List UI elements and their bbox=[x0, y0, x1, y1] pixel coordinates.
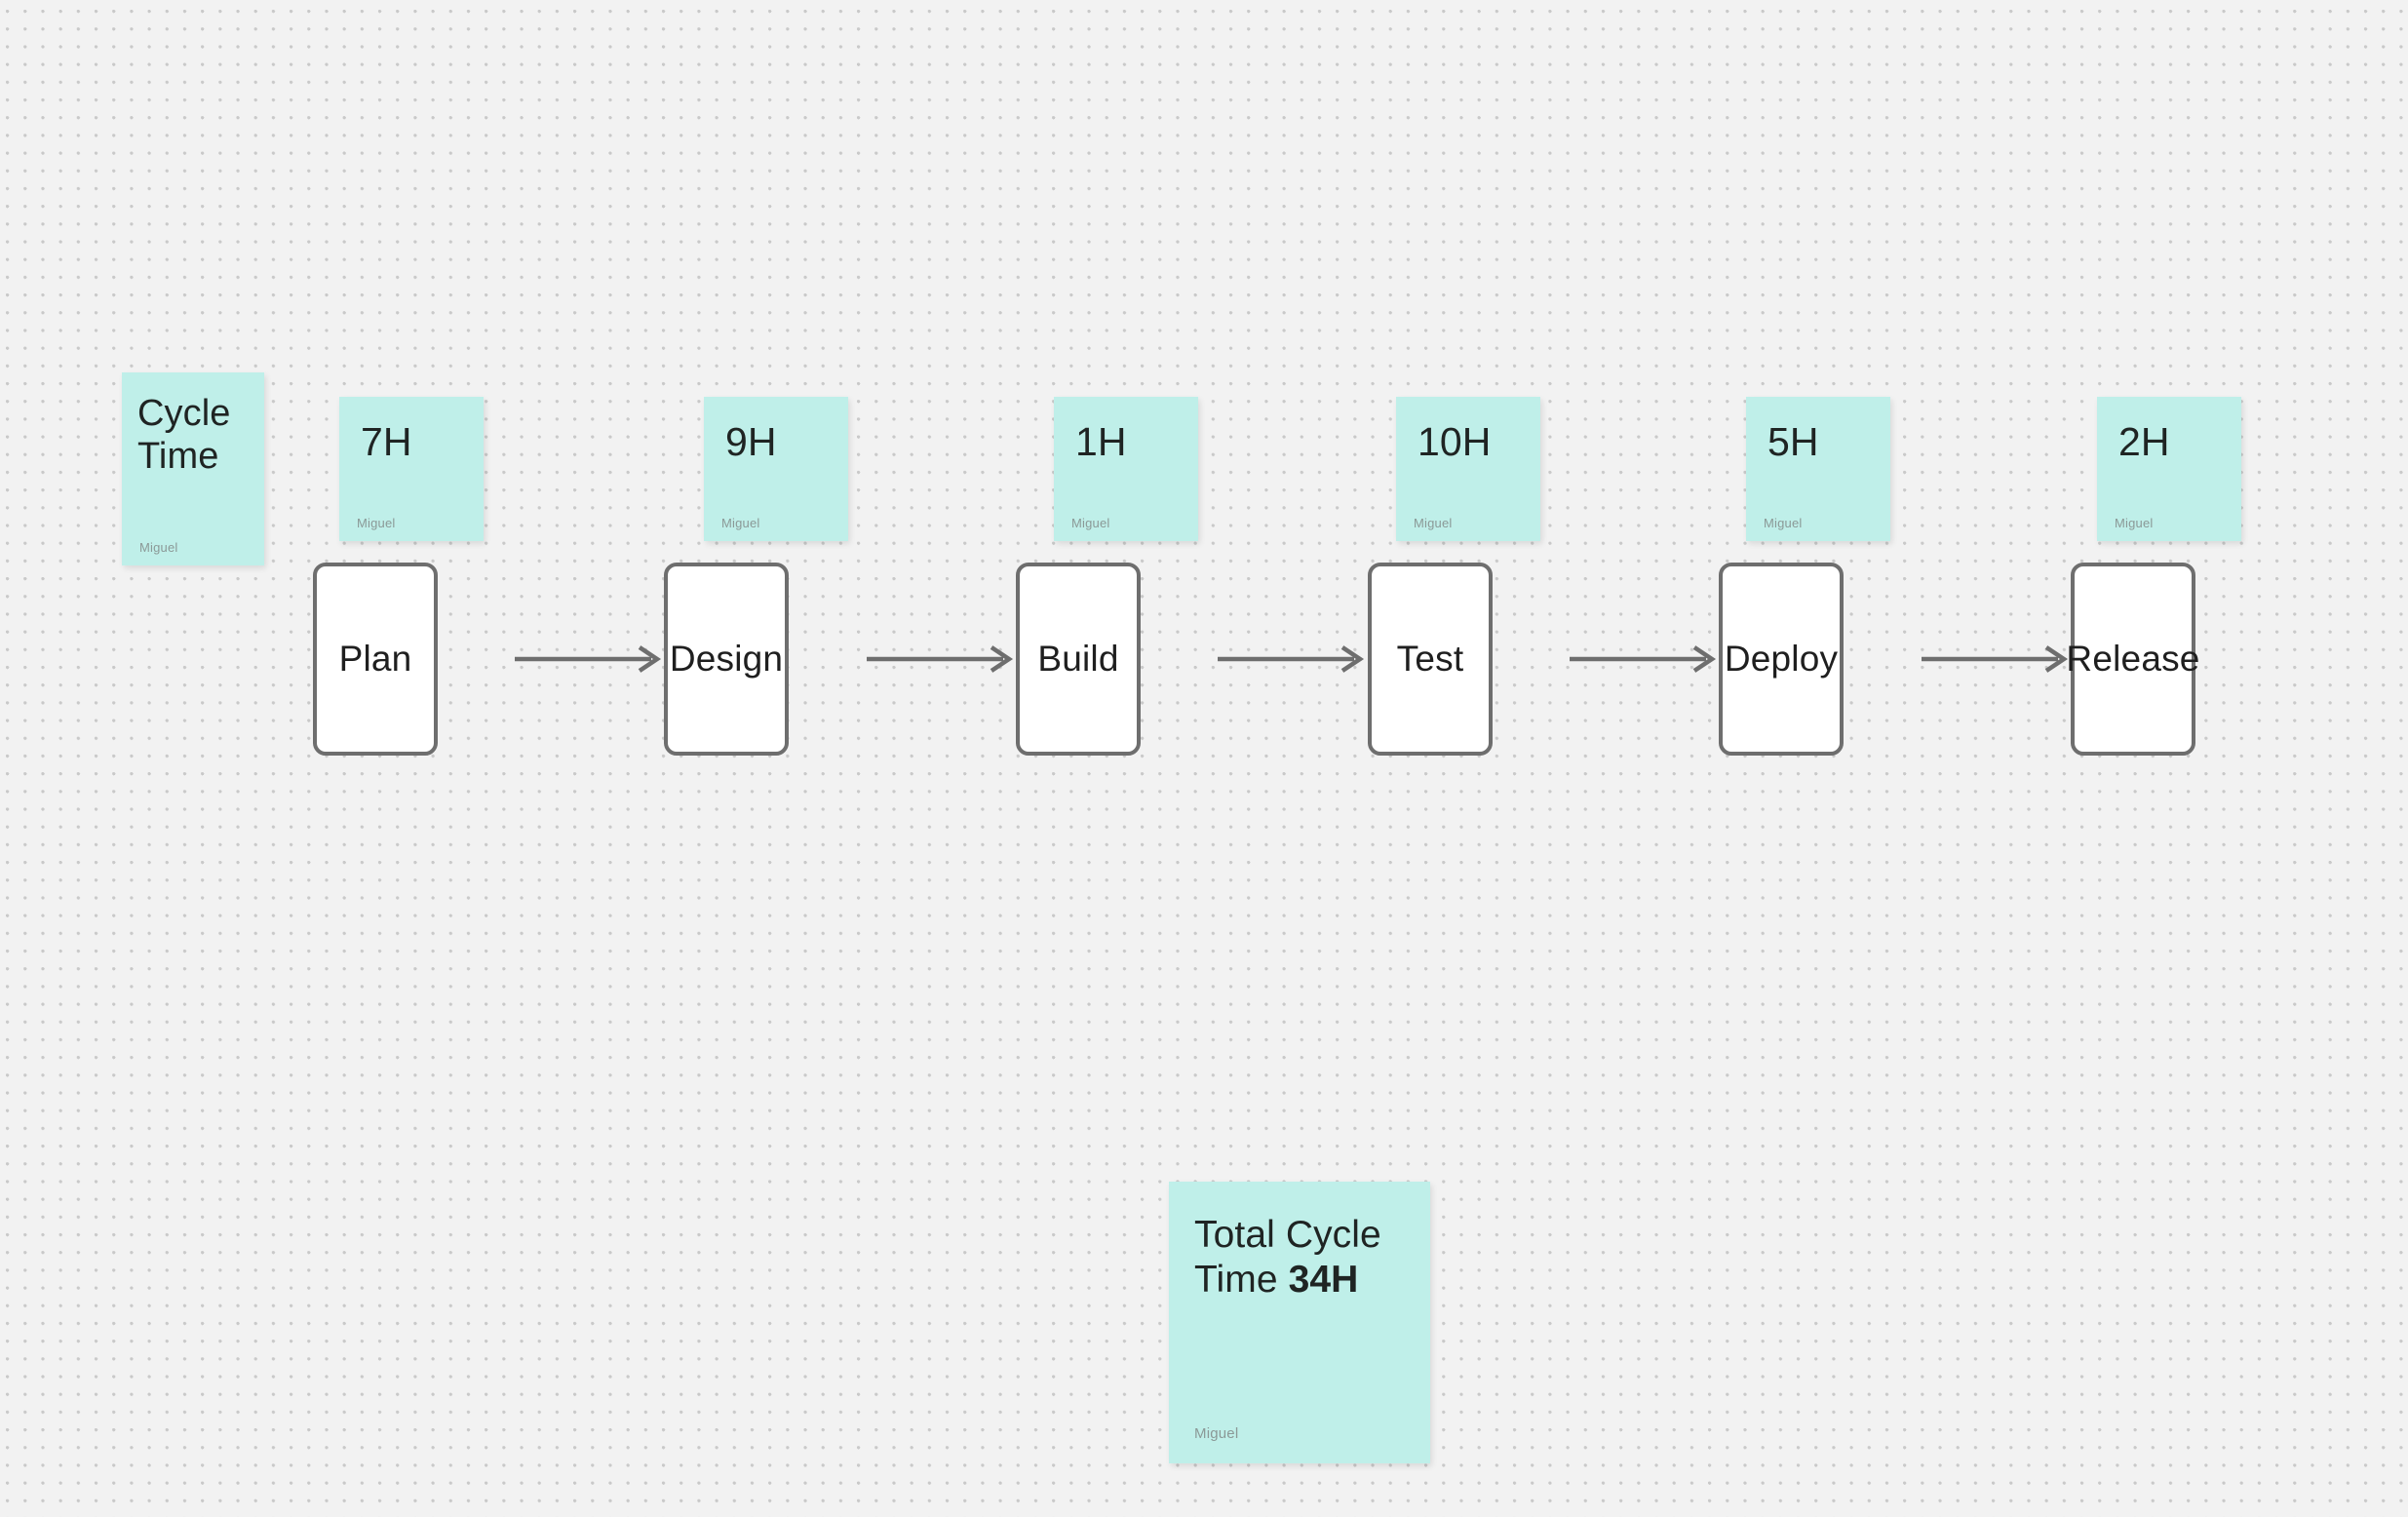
sticky-note-author: Miguel bbox=[139, 540, 178, 555]
process-box-label: Test bbox=[1396, 639, 1464, 679]
arrow-plan-to-design[interactable] bbox=[515, 643, 663, 675]
total-prefix: Total Cycle Time bbox=[1194, 1214, 1392, 1302]
sticky-note-text: 5H bbox=[1767, 419, 1819, 464]
sticky-note-author: Miguel bbox=[2115, 516, 2154, 530]
sticky-note-hours-deploy[interactable]: 5H Miguel bbox=[1746, 397, 1890, 541]
arrow-test-to-deploy[interactable] bbox=[1570, 643, 1718, 675]
arrow-build-to-test[interactable] bbox=[1218, 643, 1366, 675]
sticky-note-hours-design[interactable]: 9H Miguel bbox=[704, 397, 848, 541]
process-box-label: Deploy bbox=[1724, 639, 1839, 679]
process-box-plan[interactable]: Plan bbox=[313, 563, 438, 756]
sticky-note-hours-plan[interactable]: 7H Miguel bbox=[339, 397, 484, 541]
sticky-note-text: Cycle Time bbox=[137, 393, 241, 478]
process-box-release[interactable]: Release bbox=[2066, 563, 2199, 756]
process-box-deploy[interactable]: Deploy bbox=[1719, 563, 1844, 756]
process-box-test[interactable]: Test bbox=[1368, 563, 1493, 756]
sticky-note-author: Miguel bbox=[357, 516, 396, 530]
sticky-note-hours-build[interactable]: 1H Miguel bbox=[1054, 397, 1198, 541]
sticky-note-author: Miguel bbox=[1764, 516, 1803, 530]
process-box-label: Build bbox=[1037, 639, 1119, 679]
arrow-design-to-build[interactable] bbox=[867, 643, 1015, 675]
sticky-note-text: 9H bbox=[725, 419, 777, 464]
total-value: 34H bbox=[1288, 1259, 1359, 1302]
process-box-label: Plan bbox=[338, 639, 412, 679]
sticky-note-author: Miguel bbox=[1414, 516, 1453, 530]
process-box-label: Release bbox=[2066, 639, 2200, 679]
sticky-note-hours-release[interactable]: 2H Miguel bbox=[2097, 397, 2241, 541]
sticky-note-text: 7H bbox=[361, 419, 412, 464]
sticky-note-cycle-time[interactable]: Cycle Time Miguel bbox=[122, 372, 264, 565]
sticky-note-text: 1H bbox=[1075, 419, 1127, 464]
sticky-note-text: 2H bbox=[2118, 419, 2170, 464]
sticky-note-text: 10H bbox=[1418, 419, 1492, 464]
sticky-note-total-cycle-time[interactable]: Total Cycle Time 34H Miguel bbox=[1169, 1182, 1430, 1463]
sticky-note-text: Total Cycle Time 34H bbox=[1194, 1213, 1405, 1303]
arrow-deploy-to-release[interactable] bbox=[1922, 643, 2070, 675]
sticky-note-author: Miguel bbox=[721, 516, 760, 530]
sticky-note-author: Miguel bbox=[1194, 1425, 1239, 1442]
sticky-note-hours-test[interactable]: 10H Miguel bbox=[1396, 397, 1540, 541]
process-box-design[interactable]: Design bbox=[664, 563, 789, 756]
process-box-build[interactable]: Build bbox=[1016, 563, 1141, 756]
process-box-label: Design bbox=[669, 639, 784, 679]
sticky-note-author: Miguel bbox=[1071, 516, 1110, 530]
